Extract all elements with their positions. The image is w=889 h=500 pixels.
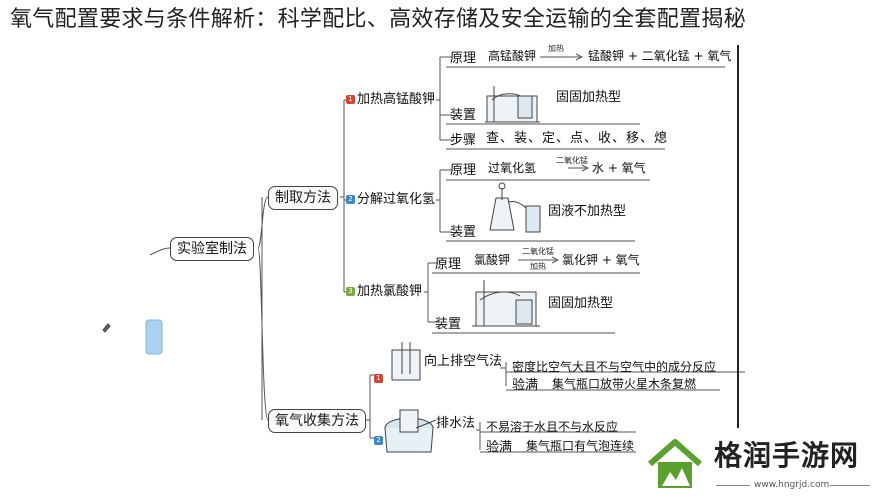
apparatus-water-displacement [384,409,437,453]
method-1-apparatus-label: 装置 [450,108,477,123]
collection-2-check-label: 验满 [486,440,513,455]
apparatus-upward-air [391,342,421,381]
apparatus-solid-heating-1 [485,86,540,123]
collapse-tab-icon [145,319,163,355]
badge-collection-1: 1 [374,374,383,383]
method-1-reactant: 高锰酸钾 [488,49,537,63]
badge-method-1: 1 [346,95,355,104]
method-3-apparatus-label: 装置 [435,317,462,332]
method-3-apparatus-type: 固固加热型 [548,296,614,311]
cursor-icon [102,323,111,333]
method-3-reactant: 氯酸钾 [474,253,511,267]
watermark: 格润手游网 www.hngrjd.com [636,428,889,500]
badge-method-3: 3 [346,287,355,296]
collection-2-label[interactable]: 排水法 [436,416,476,431]
method-1-steps: 查、装、定、点、收、移、熄 [486,131,669,146]
branch-preparation[interactable]: 制取方法 [268,186,338,210]
method-1-products: 锰酸钾 + 二氧化锰 + 氧气 [588,49,732,63]
badge-collection-2: 2 [374,436,383,445]
method-3-principle-label: 原理 [435,257,462,272]
method-2-products: 水 + 氧气 [592,161,646,175]
method-3-label[interactable]: 加热氯酸钾 [357,284,423,299]
root-node[interactable]: 实验室制法 [170,237,254,261]
method-1-label[interactable]: 加热高锰酸钾 [357,92,436,107]
badge-method-2: 2 [346,195,355,204]
apparatus-solid-liquid-1 [489,182,541,233]
method-3-condition-top: 二氧化锰 [522,247,554,256]
method-1-principle-label: 原理 [450,51,477,66]
watermark-brand: 格润手游网 [714,439,860,472]
collection-1-check-label: 验满 [512,378,539,393]
watermark-rule-left [716,485,750,486]
method-1-apparatus-type: 固固加热型 [556,90,622,105]
method-2-apparatus-label: 装置 [450,225,477,240]
method-3-products: 氯化钾 + 氧气 [562,253,640,267]
method-3-condition-bottom: 加热 [530,262,546,271]
house-logo-icon [648,439,702,488]
watermark-url: www.hngrjd.com [754,480,830,490]
apparatus-solid-heating-2 [472,280,540,327]
method-2-label[interactable]: 分解过氧化氢 [357,192,436,207]
collection-2-reason: 不易溶于水且不与水反应 [486,420,619,434]
branch-collection[interactable]: 氧气收集方法 [268,409,366,433]
method-1-condition: 加热 [548,44,564,53]
method-2-principle-label: 原理 [450,163,477,178]
collection-1-reason: 密度比空气大且不与空气中的成分反应 [512,360,717,374]
watermark-rule-right [830,485,870,486]
collection-2-check: 集气瓶口有气泡连续 [526,439,635,453]
method-2-reactant: 过氧化氢 [488,161,537,175]
collection-1-label[interactable]: 向上排空气法 [424,354,503,369]
method-2-condition: 二氧化锰 [556,156,588,165]
collection-1-check: 集气瓶口放带火星木条复燃 [552,377,697,391]
page-title: 氧气配置要求与条件解析：科学配比、高效存储及安全运输的全套配置揭秘 [10,7,746,32]
method-1-steps-label: 步骤 [450,133,477,148]
method-2-apparatus-type: 固液不加热型 [548,204,627,219]
